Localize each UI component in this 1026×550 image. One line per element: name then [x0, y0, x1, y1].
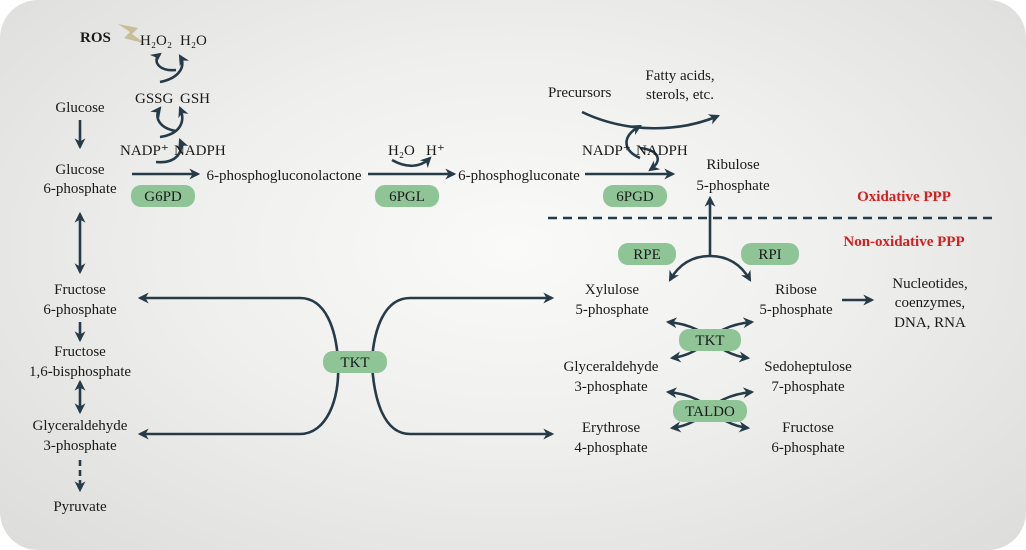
- fatty-acids-label-1: Fatty acids,: [645, 68, 714, 84]
- fructose-6p-left-label-1: Fructose: [54, 282, 106, 298]
- enzyme-label-tkt-left: TKT: [340, 355, 369, 371]
- enzyme-rpe: RPE: [618, 243, 676, 265]
- erythrose-label-1: Erythrose: [582, 420, 641, 436]
- ros-label: ROS: [80, 30, 111, 46]
- enzyme-label-tkt-right: TKT: [695, 333, 724, 349]
- arrow-ribulose-to-ribose: [709, 254, 752, 282]
- ribose-label-2: 5-phosphate: [759, 302, 833, 318]
- ribose-label-1: Ribose: [775, 282, 817, 298]
- curve-arrow-h2o-hplus: [391, 156, 432, 169]
- oxidative-ppp-label: Oxidative PPP: [857, 189, 951, 205]
- enzyme-rpi: RPI: [741, 243, 799, 265]
- glucose-6p-label-2: 6-phosphate: [43, 181, 117, 197]
- fructose-16bp-label-2: 1,6-bisphosphate: [29, 364, 131, 380]
- gssg-label: GSSG: [135, 91, 174, 107]
- arrow-ribulose-to-xylulose: [668, 254, 711, 282]
- glucose-6p-label-1: Glucose: [55, 162, 104, 178]
- h2o-top-label: H₂O: [180, 33, 207, 49]
- gap-right-label-1: Glyceraldehyde: [564, 359, 659, 375]
- xylulose-label-2: 5-phosphate: [575, 302, 649, 318]
- enzyme-label-rpi: RPI: [758, 247, 781, 263]
- hplus-label: H⁺: [426, 143, 445, 159]
- fructose-right-label-2: 6-phosphate: [771, 440, 845, 456]
- enzyme-label-6pgd: 6PGD: [616, 189, 654, 205]
- tkt-curve-top-right: [370, 296, 411, 361]
- cycle-arrow-gssg: [150, 106, 177, 133]
- xylulose-label-1: Xylulose: [585, 282, 640, 298]
- gap-left-label-1: Glyceraldehyde: [33, 418, 128, 434]
- glucose-label: Glucose: [55, 100, 104, 116]
- nucleotides-label-3: DNA, RNA: [894, 315, 966, 331]
- nucleotides-label-1: Nucleotides,: [892, 276, 967, 292]
- nucleotides-label-2: coenzymes,: [895, 295, 965, 311]
- phosphogluconate-label: 6-phosphogluconate: [458, 168, 580, 184]
- tkt-curve-top-left: [299, 296, 340, 361]
- fructose-6p-left-label-2: 6-phosphate: [43, 302, 117, 318]
- cycle-arrow-gsh: [159, 105, 189, 139]
- sedoheptulose-label-1: Sedoheptulose: [764, 359, 852, 375]
- fructose-16bp-label-1: Fructose: [54, 344, 106, 360]
- h2o-mid-label: H₂O: [388, 143, 415, 159]
- gap-right-label-2: 3-phosphate: [574, 379, 648, 395]
- fructose-right-label-1: Fructose: [782, 420, 834, 436]
- fatty-acids-label-2: sterols, etc.: [646, 87, 714, 103]
- enzyme-label-rpe: RPE: [633, 247, 661, 263]
- ribulose-label-2: 5-phosphate: [696, 178, 770, 194]
- gap-left-label-2: 3-phosphate: [43, 438, 117, 454]
- lightning-icon: [118, 24, 146, 44]
- gsh-label: GSH: [180, 91, 210, 107]
- nadph-left-label: NADPH: [174, 143, 226, 159]
- tkt-curve-bottom-left: [299, 363, 340, 436]
- enzyme-g6pd: G6PD: [131, 185, 195, 207]
- erythrose-label-2: 4-phosphate: [574, 440, 648, 456]
- ribulose-label-1: Ribulose: [706, 157, 760, 173]
- nadp-left-label: NADP⁺: [120, 143, 169, 159]
- cycle-arrow-h2o: [159, 54, 190, 84]
- cycle-arrow-nadp-right-up: [625, 124, 642, 160]
- phosphogluconolactone-label: 6-phosphogluconolactone: [207, 168, 362, 184]
- arrow-precursors-to-fatty-acids: [581, 110, 721, 130]
- enzyme-label-6pgl: 6PGL: [389, 189, 425, 205]
- enzyme-taldo: TALDO: [673, 400, 747, 422]
- enzyme-6pgd: 6PGD: [603, 185, 667, 207]
- enzyme-label-taldo: TALDO: [685, 404, 735, 420]
- precursors-label: Precursors: [548, 85, 611, 101]
- enzyme-6pgl: 6PGL: [375, 185, 439, 207]
- enzyme-label-g6pd: G6PD: [144, 189, 182, 205]
- h2o2-label: H₂O₂: [140, 33, 172, 49]
- nadph-right-label: NADPH: [636, 143, 688, 159]
- non-oxidative-ppp-label: Non-oxidative PPP: [843, 234, 964, 250]
- cycle-arrow-h2o2: [149, 52, 177, 72]
- enzyme-tkt-left: TKT: [323, 351, 387, 373]
- nadp-right-label: NADP⁺: [582, 143, 631, 159]
- pyruvate-label: Pyruvate: [53, 499, 107, 515]
- tkt-curve-bottom-right: [370, 363, 411, 436]
- cycle-arrow-nadp-right-down: [639, 146, 661, 172]
- cycle-arrow-nadp-left: [155, 137, 189, 164]
- sedoheptulose-label-2: 7-phosphate: [771, 379, 845, 395]
- enzyme-tkt-right: TKT: [679, 329, 741, 351]
